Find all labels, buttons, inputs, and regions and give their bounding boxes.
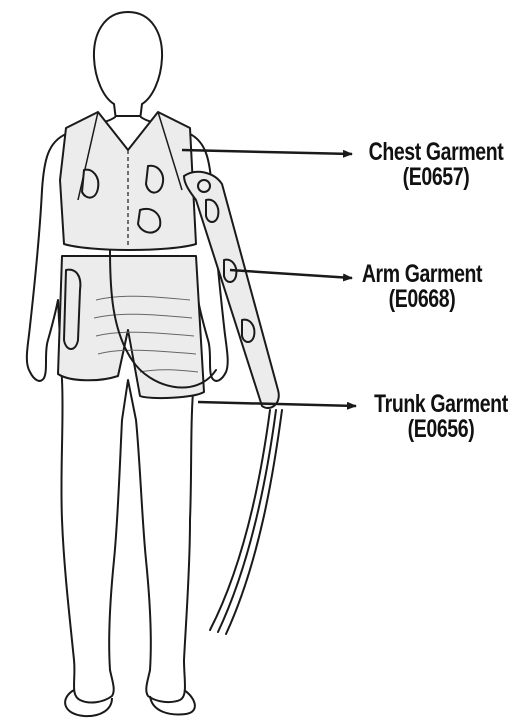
vest-pad-2 — [146, 166, 163, 193]
trunk-garment-label: Trunk Garment (E0656) — [363, 392, 519, 442]
chest-garment-code: (E0657) — [360, 165, 513, 190]
vest-pad-1 — [82, 170, 98, 198]
chest-leader — [182, 150, 352, 154]
arm-connector — [198, 180, 210, 192]
head — [94, 12, 162, 128]
vest-pad-3 — [138, 209, 160, 233]
trunk-garment-name: Trunk Garment — [363, 392, 519, 417]
arm-garment-label: Arm Garment (E0668) — [352, 262, 492, 312]
arm-pad-1 — [206, 200, 218, 222]
chest-garment-label: Chest Garment (E0657) — [360, 140, 513, 190]
arm-garment-name: Arm Garment — [352, 262, 492, 287]
chest-garment-name: Chest Garment — [360, 140, 513, 165]
arm-leader — [230, 270, 352, 278]
shorts-pad-left — [64, 270, 80, 349]
trunk-garment-code: (E0656) — [363, 417, 519, 442]
arm-garment-code: (E0668) — [352, 287, 492, 312]
arm-pad-3 — [242, 320, 254, 342]
